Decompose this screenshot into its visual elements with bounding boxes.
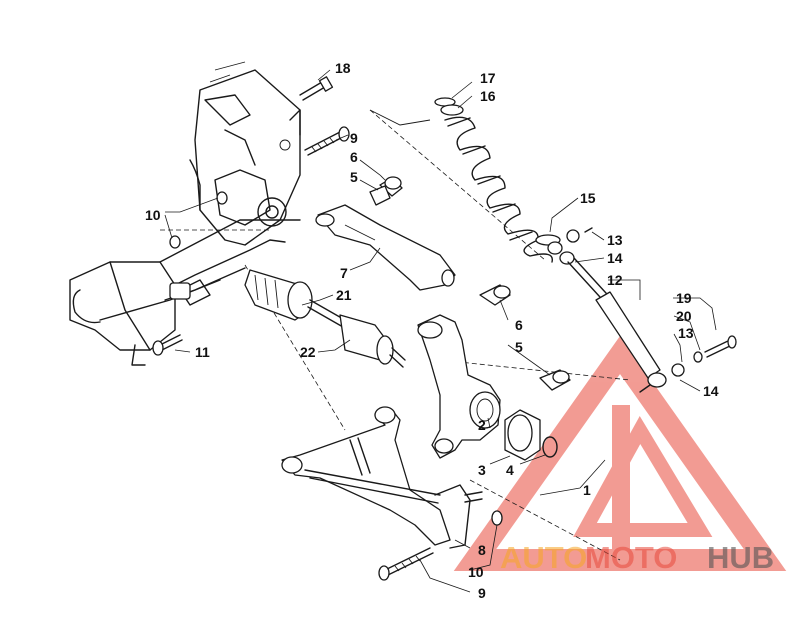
- bolt-9-lower: [378, 547, 434, 581]
- callout-16: 16: [480, 88, 496, 104]
- watermark-auto: AUTO: [500, 540, 587, 575]
- link-7: [315, 204, 456, 291]
- callout-21: 21: [336, 287, 352, 303]
- callout-5-lower: 5: [515, 339, 523, 355]
- callout-13-upper: 13: [607, 232, 623, 248]
- callout-7: 7: [340, 265, 348, 281]
- watermark-logo-icon: [453, 335, 787, 571]
- callout-14-upper: 14: [607, 250, 623, 266]
- callout-13-lower: 13: [678, 325, 694, 341]
- callout-9-lower: 9: [478, 585, 486, 601]
- a-arm-1: [281, 406, 483, 549]
- callout-18: 18: [335, 60, 351, 76]
- shock-12: [559, 251, 667, 388]
- callout-8: 8: [478, 542, 486, 558]
- callout-6-lower: 6: [515, 317, 523, 333]
- bolt-9-upper: [304, 126, 350, 156]
- callout-labels: 1 2 3 4 5 5 6 6 7 8 9 9 10 10 11 12 13 1…: [145, 60, 719, 601]
- callout-15: 15: [580, 190, 596, 206]
- spring-retainer-15: [535, 234, 563, 255]
- callout-10-upper: 10: [145, 207, 161, 223]
- bearing-3: [504, 409, 541, 461]
- hardware-13-14-top: [566, 227, 593, 243]
- callout-3: 3: [478, 462, 486, 478]
- callout-4: 4: [506, 462, 514, 478]
- bushing-6-lower: [479, 284, 571, 391]
- nut-10-lower: [491, 510, 503, 526]
- callout-17: 17: [480, 70, 496, 86]
- drive-axle-21: [244, 269, 406, 368]
- callout-6-upper: 6: [350, 149, 358, 165]
- watermark-moto: MOTO: [585, 540, 677, 575]
- callout-9-upper: 9: [350, 130, 358, 146]
- frame-section: [69, 61, 301, 366]
- leader-lines: [164, 69, 717, 593]
- callout-14-lower: 14: [703, 383, 719, 399]
- bushing-6-upper: [369, 176, 403, 206]
- spring-16: [434, 97, 554, 263]
- callout-2: 2: [478, 417, 486, 433]
- callout-20: 20: [676, 308, 692, 324]
- bolt-11: [152, 334, 183, 356]
- bolt-18: [299, 76, 334, 101]
- watermark-hub: HUB: [707, 540, 774, 575]
- watermark-text: AUTO MOTO HUB: [500, 540, 774, 575]
- callout-11: 11: [195, 344, 210, 360]
- callout-12: 12: [607, 272, 623, 288]
- callout-22: 22: [300, 344, 316, 360]
- nut-10-upper: [169, 191, 228, 249]
- callout-5-upper: 5: [350, 169, 358, 185]
- callout-1: 1: [583, 482, 591, 498]
- callout-19: 19: [676, 290, 692, 306]
- hardware-19-20-13-bottom: [639, 335, 737, 393]
- swing-arm-2: [417, 314, 501, 459]
- callout-10-lower: 10: [468, 564, 484, 580]
- circlip-4: [542, 436, 558, 458]
